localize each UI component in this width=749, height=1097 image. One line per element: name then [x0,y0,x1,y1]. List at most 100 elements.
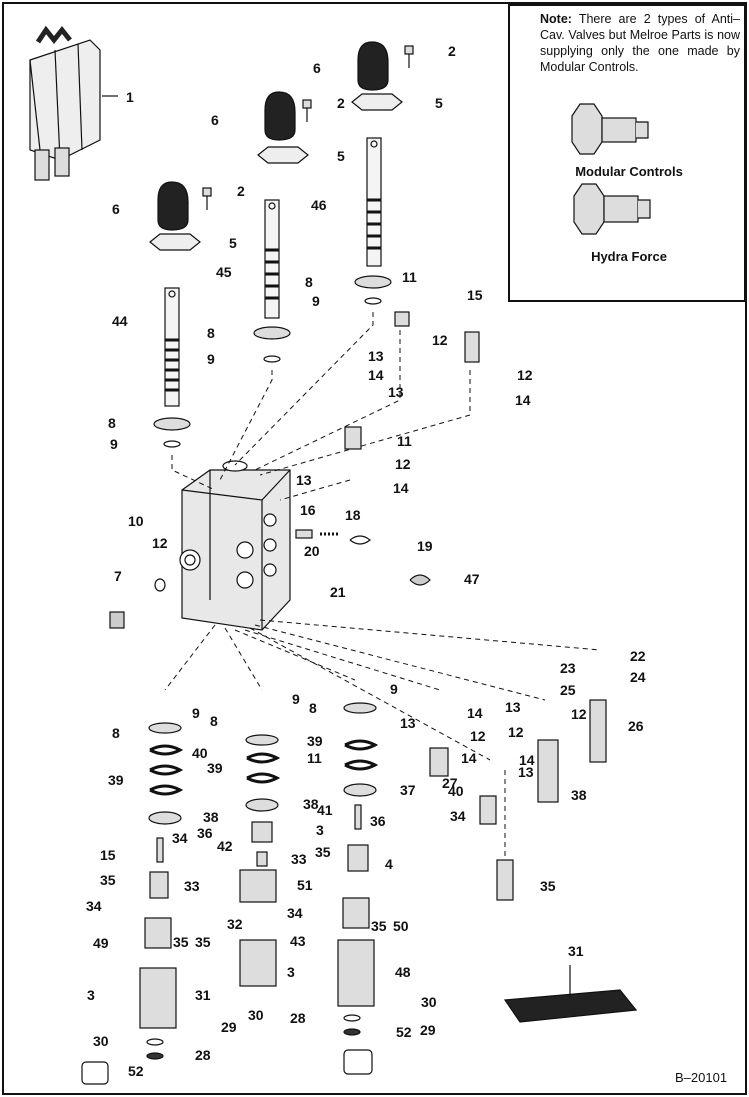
callout-24: 24 [630,669,646,685]
callout-22: 22 [630,648,646,664]
callout-26: 26 [628,718,644,734]
callout-8: 8 [108,415,116,431]
callout-36: 36 [197,825,213,841]
callout-12: 12 [517,367,533,383]
callout-10: 10 [128,513,144,529]
callout-34: 34 [172,830,188,846]
callout-numbers: 1222666555464544898989111512131413121411… [86,43,646,1079]
callout-12: 12 [395,456,411,472]
callout-34: 34 [287,905,303,921]
screws-2 [202,45,414,210]
callout-13: 13 [400,715,416,731]
callout-38: 38 [571,787,587,803]
callout-11: 11 [307,750,322,766]
callout-8: 8 [305,274,313,290]
valve-body-10 [179,460,291,631]
callout-6: 6 [211,112,219,128]
callout-39: 39 [108,772,124,788]
callout-34: 34 [86,898,102,914]
callout-16: 16 [300,502,316,518]
explode-lines [164,312,601,860]
callout-13: 13 [505,699,521,715]
callout-29: 29 [221,1019,237,1035]
callout-4: 4 [385,856,393,872]
callout-5: 5 [435,95,443,111]
callout-27: 27 [442,775,458,791]
callout-51: 51 [297,877,313,893]
callout-21: 21 [330,584,346,600]
callout-35: 35 [195,934,211,950]
callout-19: 19 [417,538,433,554]
callout-14: 14 [461,750,477,766]
callout-34: 34 [450,808,466,824]
callout-25: 25 [560,682,576,698]
spool-44 [164,287,180,407]
callout-45: 45 [216,264,232,280]
callout-31: 31 [568,943,584,959]
callout-2: 2 [237,183,245,199]
callout-49: 49 [93,935,109,951]
callout-40: 40 [448,783,464,799]
callout-8: 8 [207,325,215,341]
callout-11: 11 [402,269,417,285]
callout-15: 15 [100,847,116,863]
callout-13: 13 [368,348,384,364]
caption-hydra-force: Hydra Force [591,249,667,264]
callout-14: 14 [393,480,409,496]
callout-38: 38 [203,809,219,825]
callout-9: 9 [192,705,200,721]
callout-33: 33 [291,851,307,867]
callout-42: 42 [217,838,233,854]
callout-35: 35 [315,844,331,860]
valve-assembly-thumbnail [29,25,118,181]
callout-12: 12 [571,706,587,722]
callout-3: 3 [287,964,295,980]
callout-37: 37 [400,782,416,798]
spool-45 [264,199,280,319]
callout-40: 40 [192,745,208,761]
callout-31: 31 [195,987,211,1003]
plates-5 [149,93,403,251]
callout-36: 36 [370,813,386,829]
callout-14: 14 [368,367,384,383]
callout-30: 30 [248,1007,264,1023]
boots-6 [157,41,389,231]
callout-29: 29 [420,1022,436,1038]
callout-39: 39 [207,760,223,776]
callout-13: 13 [296,472,312,488]
callout-32: 32 [227,916,243,932]
callout-50: 50 [393,918,409,934]
callout-14: 14 [519,752,535,768]
callout-9: 9 [110,436,118,452]
callout-8: 8 [309,700,317,716]
callout-52: 52 [396,1024,412,1040]
seal-kit-49 [503,989,638,1023]
callout-38: 38 [303,796,319,812]
callout-9: 9 [312,293,320,309]
callout-2: 2 [448,43,456,59]
callout-9: 9 [207,351,215,367]
callout-7: 7 [114,568,122,584]
callout-13: 13 [388,384,404,400]
callout-12: 12 [508,724,524,740]
callout-6: 6 [313,60,321,76]
anti-cav-note-box: Note: There are 2 types of Anti–Cav. Val… [508,4,746,302]
callout-1: 1 [126,89,134,105]
callout-12: 12 [152,535,168,551]
callout-2: 2 [337,95,345,111]
callout-47: 47 [464,571,480,587]
callout-18: 18 [345,507,361,523]
callout-30: 30 [93,1033,109,1049]
callout-20: 20 [304,543,320,559]
callout-41: 41 [317,802,333,818]
callout-52: 52 [128,1063,144,1079]
callout-12: 12 [432,332,448,348]
callout-9: 9 [292,691,300,707]
callout-11: 11 [397,433,412,449]
note-body: There are 2 types of Anti–Cav. Valves bu… [540,12,740,74]
callout-13: 13 [518,764,534,780]
callout-46: 46 [311,197,327,213]
callout-48: 48 [395,964,411,980]
